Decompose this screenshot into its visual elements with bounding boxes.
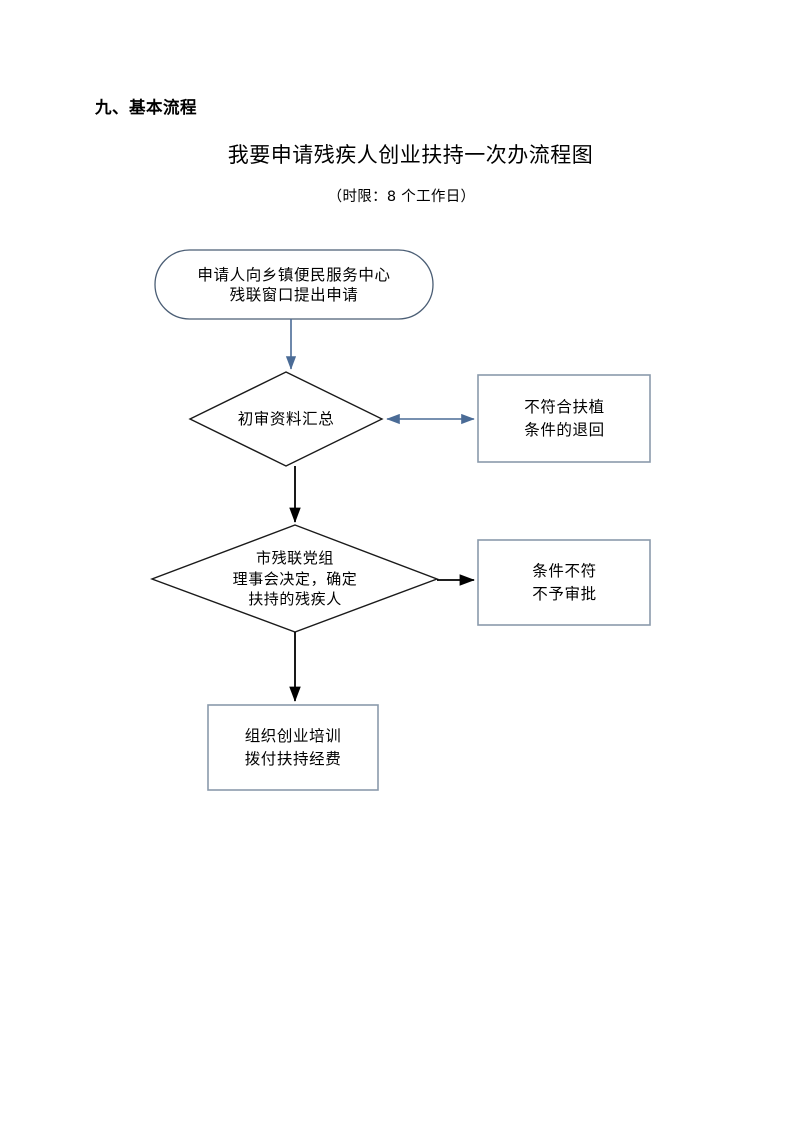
- node-shape-decision2: [150, 524, 439, 633]
- node-shape-start: [154, 249, 434, 320]
- node-shape-reject1: [477, 374, 651, 463]
- node-shape-decision1: [188, 371, 384, 467]
- page-subtitle: （时限：8 个工作日）: [327, 189, 476, 205]
- section-heading: 九、基本流程: [95, 98, 197, 117]
- node-shape-reject2: [477, 539, 651, 626]
- page-title: 我要申请残疾人创业扶持一次办流程图: [227, 143, 594, 167]
- node-shape-final: [207, 704, 379, 791]
